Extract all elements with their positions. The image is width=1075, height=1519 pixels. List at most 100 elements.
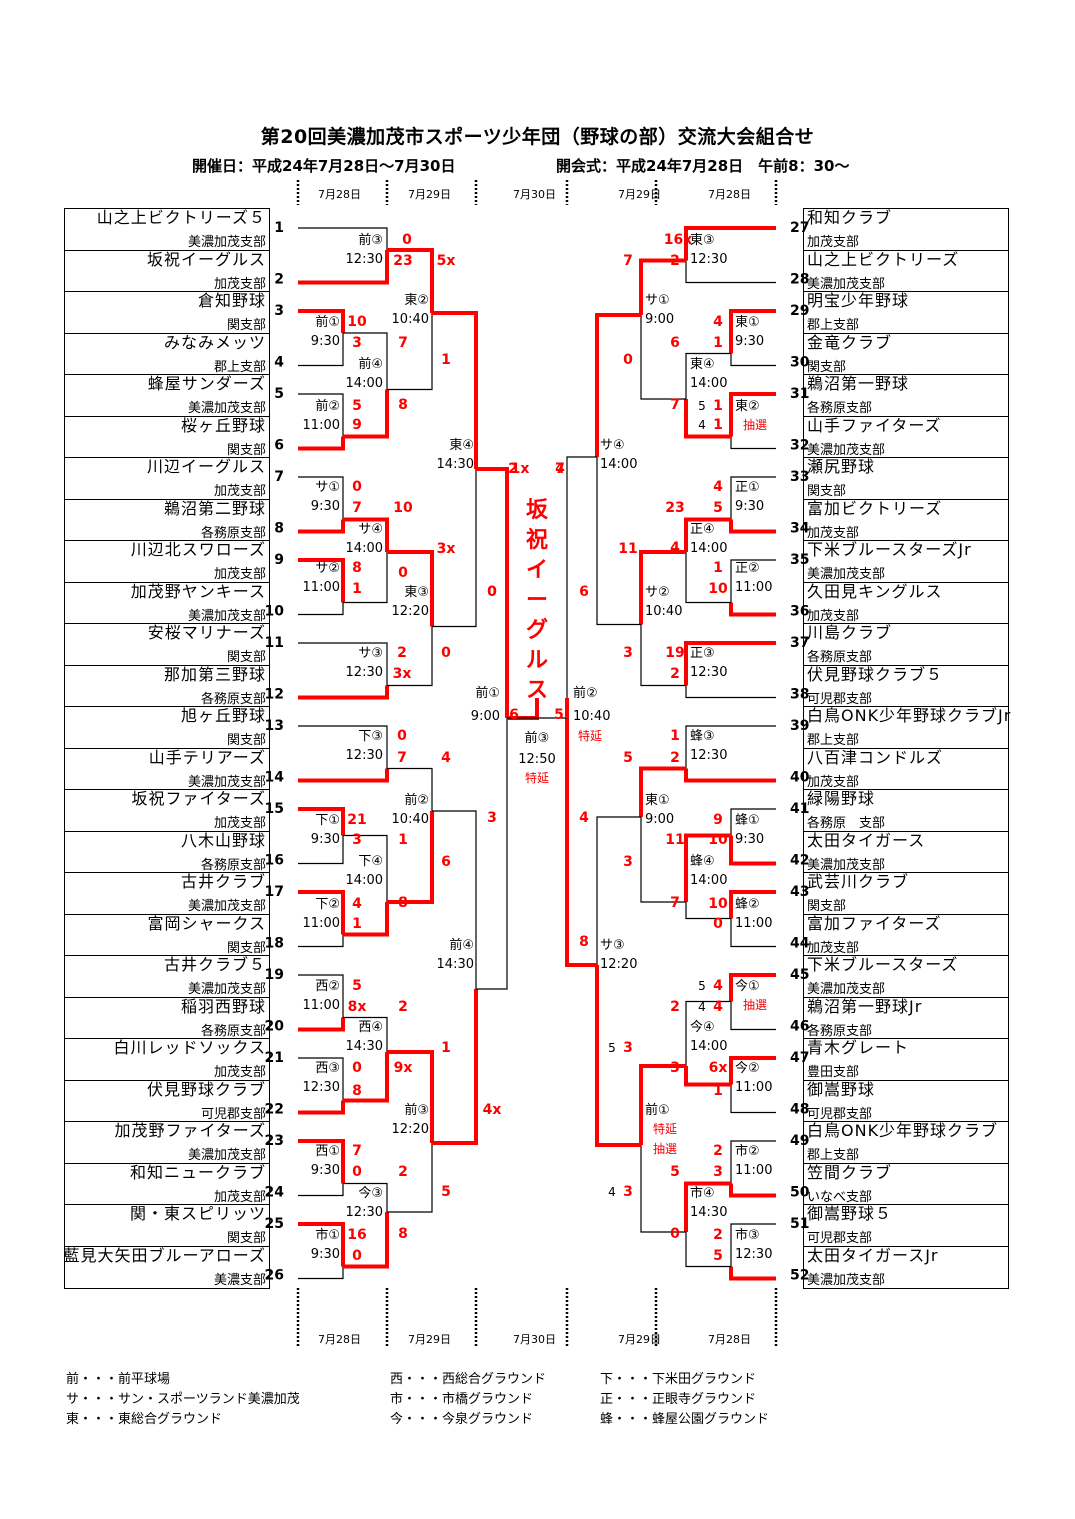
game-note: 特延 <box>525 770 549 785</box>
score: 6 <box>509 707 519 723</box>
team-box: 川辺北スワローズ加茂支部 <box>64 540 270 583</box>
game-time: 11:00 <box>735 916 772 931</box>
team-name: 安桜マリナーズ <box>147 623 266 642</box>
seed-number: 34 <box>790 521 810 537</box>
team-name: 太田タイガース <box>807 830 926 850</box>
team-branch: 可児郡支部 <box>807 1231 873 1246</box>
score: 1 <box>352 581 362 597</box>
team-box: 坂祝ファイターズ加茂支部 <box>64 789 270 832</box>
game-venue: 東④ <box>449 437 474 453</box>
game-time: 11:00 <box>735 580 772 595</box>
team-box: 藍見大矢田ブルーアローズ美濃支部 <box>63 1245 270 1289</box>
team-branch: 加茂支部 <box>213 1065 266 1080</box>
date-footer: 7月30日 <box>513 1333 556 1346</box>
game-venue: サ④ <box>600 438 625 453</box>
game-time: 12:30 <box>735 1247 772 1262</box>
team-name: 稲羽西野球 <box>180 996 266 1016</box>
team-branch: 関支部 <box>226 1231 266 1246</box>
game-time: 9:00 <box>645 312 674 327</box>
team-name: 白鳥ONK少年野球クラブJr <box>807 706 1012 725</box>
pk-score: 4 <box>608 1185 616 1199</box>
legend-col-1: 前・・・前平球場 サ・・・サン・スポーツランド美濃加茂 東・・・東総合グラウンド <box>66 1370 300 1430</box>
team-box: 加茂野ヤンキース美濃加茂支部 <box>64 581 270 625</box>
score: 10 <box>708 896 728 912</box>
seed-number: 32 <box>790 438 809 454</box>
winner-line <box>343 389 389 439</box>
team-box: 富加ファイターズ加茂支部 <box>803 913 1009 957</box>
team-box: 笠間クラブいなべ支部 <box>803 1162 1009 1206</box>
game-note: 特延 <box>578 728 602 743</box>
game-time: 9:00 <box>471 709 500 724</box>
score: 0 <box>397 728 407 744</box>
team-name: 伏見野球クラブ５ <box>807 664 944 684</box>
game-venue: サ④ <box>358 522 383 537</box>
game-time: 12:30 <box>690 252 727 267</box>
score: 3 <box>623 1184 633 1200</box>
game-venue: 正③ <box>690 646 715 661</box>
winner-line <box>387 550 434 627</box>
winner-line <box>343 902 389 937</box>
score: 1 <box>713 560 723 576</box>
score: 1x <box>511 461 530 477</box>
bracket-line <box>298 333 344 367</box>
game-time: 11:00 <box>303 916 340 931</box>
score: 1 <box>398 832 408 848</box>
winner-line <box>729 890 776 919</box>
team-box: 富岡シャークス関支部 <box>64 913 270 957</box>
game-time: 10:40 <box>392 812 429 827</box>
game-venue: 蜂④ <box>690 854 715 869</box>
game-venue: 下② <box>315 897 340 912</box>
bracket-line <box>298 393 344 437</box>
seed-number: 17 <box>265 884 284 900</box>
game-venue: サ③ <box>358 646 383 661</box>
score: 5 <box>670 1164 680 1180</box>
champion-char: 祝 <box>526 528 548 553</box>
bracket-line <box>685 725 776 769</box>
date-footer: 7月28日 <box>708 1333 751 1346</box>
bracket-line <box>387 626 433 687</box>
score: 4 <box>441 750 451 766</box>
team-name: 富岡シャークス <box>147 913 266 933</box>
page-title: 第20回美濃加茂市スポーツ少年団（野球の部）交流大会組合せ <box>260 126 815 148</box>
winner-line <box>684 641 776 686</box>
game-time: 11:00 <box>303 418 340 433</box>
team-branch: 美濃加茂支部 <box>807 982 886 997</box>
game-time: 10:40 <box>573 709 610 724</box>
score: 4 <box>579 810 589 826</box>
seed-number: 16 <box>265 853 284 869</box>
winner-line <box>729 1056 776 1085</box>
score: 1 <box>713 417 723 433</box>
score: 0 <box>713 916 723 932</box>
score: 23 <box>393 253 412 269</box>
score: 6 <box>670 335 680 351</box>
score: 7 <box>670 895 680 911</box>
bracket-line <box>596 816 641 965</box>
game-time: 14:30 <box>437 957 474 972</box>
team-branch: 加茂支部 <box>807 235 860 250</box>
team-name: みなみメッツ <box>163 332 266 352</box>
legend-item: 正・・・正眼寺グラウンド <box>600 1392 757 1407</box>
score: 2 <box>713 1143 723 1159</box>
seed-number: 19 <box>265 967 284 983</box>
winner-line <box>684 1066 731 1087</box>
team-branch: 関支部 <box>226 733 266 748</box>
bracket-line <box>730 808 776 836</box>
game-venue: 市④ <box>690 1185 715 1201</box>
winner-line <box>298 309 345 333</box>
legend-item: 市・・・市橋グラウンド <box>390 1392 534 1407</box>
pk-score: 5 <box>608 1041 616 1055</box>
score: 5 <box>441 1184 451 1200</box>
game-venue: 西② <box>315 979 340 994</box>
team-box: 那加第三野球各務原支部 <box>64 664 270 708</box>
seed-number: 51 <box>790 1216 809 1232</box>
game-venue: サ② <box>645 585 670 600</box>
score: 8 <box>398 1226 408 1242</box>
seed-number: 31 <box>790 386 809 402</box>
team-name: 和知ニュークラブ <box>129 1162 266 1182</box>
legend-item: 下・・・下米田グラウンド <box>600 1372 757 1387</box>
champion-char: イ <box>526 558 548 583</box>
score: 6 <box>579 584 589 600</box>
team-branch: 美濃加茂支部 <box>187 608 266 624</box>
winner-line <box>298 1222 345 1267</box>
